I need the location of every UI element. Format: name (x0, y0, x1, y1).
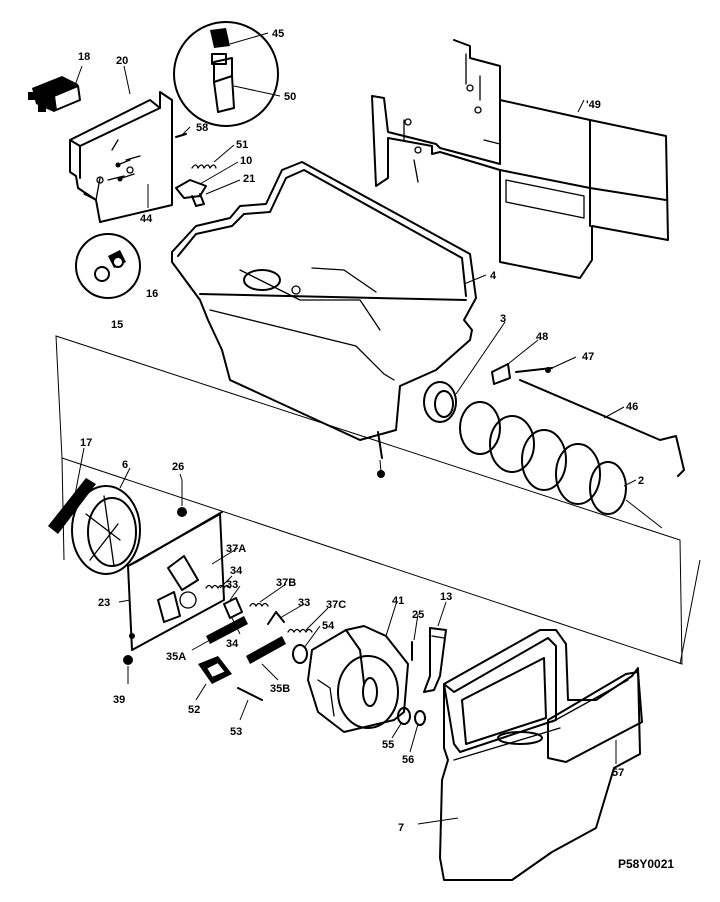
part-lever (175, 179, 207, 207)
part-spring (191, 164, 217, 169)
part-screw (175, 133, 187, 138)
part-washer-54 (292, 644, 308, 664)
part-mounting-plate (127, 511, 225, 651)
callout-10: 10 (240, 155, 252, 167)
part-spring-37b (249, 602, 269, 607)
callout-51: 51 (236, 139, 248, 151)
part-motor-housing (307, 625, 409, 733)
callout-17: 17 (80, 437, 92, 449)
diagram-code: P58Y0021 (618, 857, 674, 871)
callout-57: 57 (612, 767, 624, 779)
callout-33a: 33 (226, 579, 238, 591)
callout-56: 56 (402, 754, 414, 766)
callout-44: 44 (140, 213, 153, 225)
callout-26: 26 (172, 461, 184, 473)
part-solenoid (198, 656, 232, 684)
callout-37b: 37B (276, 577, 296, 589)
part-crusher-blade (48, 478, 96, 534)
callout-53: 53 (230, 726, 242, 738)
part-auger-bracket (491, 363, 553, 385)
callout-41: 41 (392, 595, 404, 607)
part-crusher-wheel (71, 485, 141, 575)
callout-35a: 35A (166, 651, 186, 663)
part-bracket-housing (69, 91, 173, 223)
callout-18: 18 (78, 51, 90, 63)
leader-lines (73, 32, 637, 825)
callout-55: 55 (382, 739, 394, 751)
callout-37a: 37A (226, 543, 246, 555)
callout-16: 16 (146, 288, 158, 300)
callout-45: 45 (272, 28, 284, 40)
callout-20: 20 (116, 55, 128, 67)
callout-15: 15 (111, 319, 123, 331)
callout-7: 7 (398, 822, 404, 834)
part-spring-37a (205, 584, 231, 589)
part-flap (547, 671, 643, 763)
callout-34a: 34 (230, 565, 243, 577)
part-gear-35a (206, 616, 248, 644)
part-pin (237, 687, 263, 701)
callout-3: 3 (500, 313, 506, 325)
part-screw-39 (123, 655, 133, 684)
part-paddle (423, 627, 447, 693)
part-screw-26 (177, 480, 187, 517)
callout-21: 21 (243, 173, 255, 185)
callout-37c: 37C (326, 599, 346, 611)
callout-35b: 35B (270, 683, 290, 695)
callout-52: 52 (188, 704, 200, 716)
callout-54: 54 (322, 620, 335, 632)
callout-48: 48 (536, 331, 548, 343)
callout-39: 39 (113, 694, 125, 706)
part-rear-panel (371, 39, 669, 279)
callout-46: 46 (626, 401, 638, 413)
detail-light-socket (75, 233, 141, 299)
callout-23: 23 (98, 597, 110, 609)
part-switch (28, 76, 81, 112)
part-dispenser-front (439, 629, 641, 881)
callout-25: 25 (412, 609, 424, 621)
part-lever-33 (223, 597, 243, 619)
callout-58: 58 (196, 122, 208, 134)
detail-inset-circle (173, 21, 279, 127)
callout-13: 13 (440, 591, 452, 603)
callout-4: 4 (490, 270, 497, 282)
callout-49: '49 (586, 99, 601, 111)
part-auger-coil (459, 401, 663, 529)
part-washer-55 (397, 707, 411, 725)
part-spring-37c (287, 628, 313, 633)
callout-6: 6 (122, 459, 128, 471)
part-auger-ring (423, 381, 457, 423)
part-gear-35b (246, 611, 286, 664)
callout-47: 47 (582, 351, 594, 363)
callout-34b: 34 (226, 638, 239, 650)
part-screws (115, 159, 135, 182)
part-ice-bucket (171, 161, 477, 478)
group-outline (55, 335, 683, 665)
callout-33b: 33 (298, 597, 310, 609)
callout-labels: 18 20 58 51 10 21 44 45 50 '49 4 16 15 3… (78, 28, 644, 834)
part-washer-56 (414, 710, 426, 726)
callout-50: 50 (284, 91, 296, 103)
part-rod (519, 379, 685, 477)
callout-2: 2 (638, 475, 644, 487)
